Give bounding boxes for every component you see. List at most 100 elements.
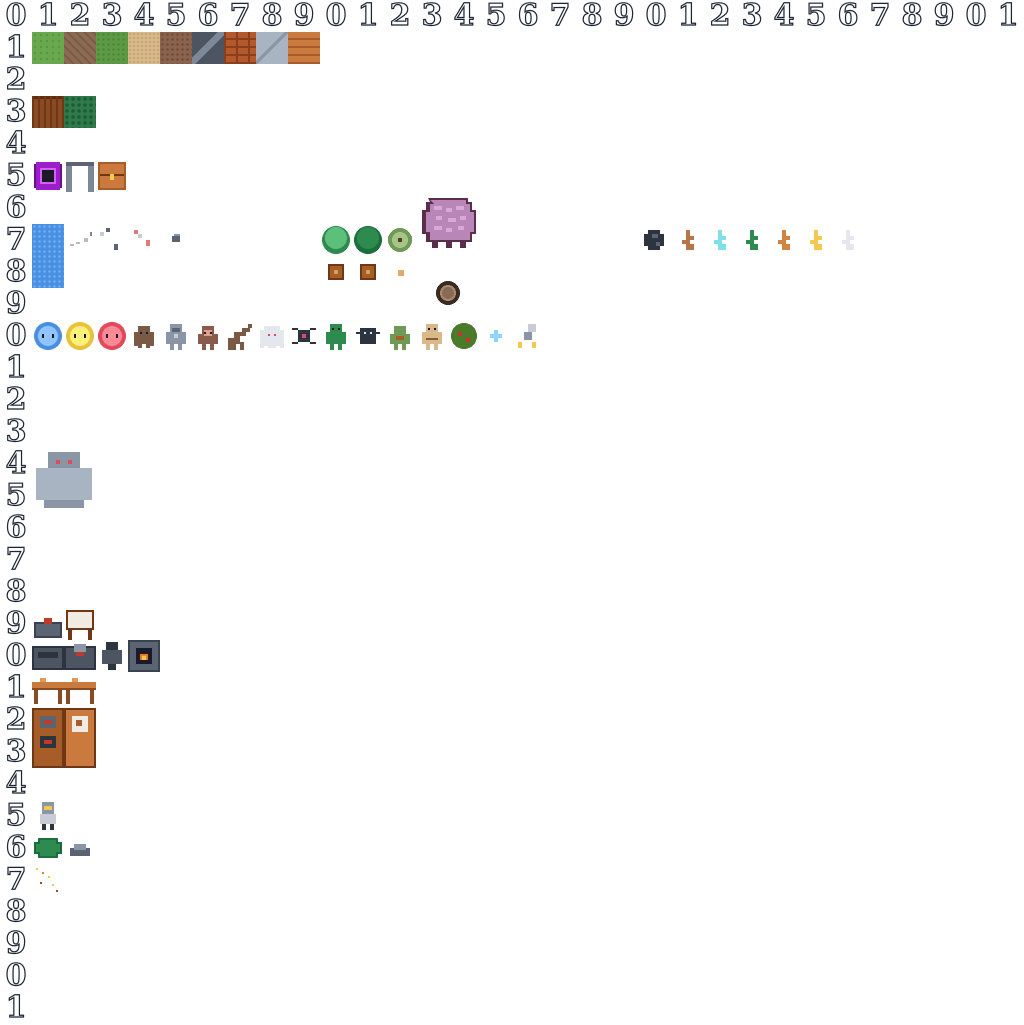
- spark-particles-icon: [32, 864, 64, 896]
- column-label: 1: [997, 0, 1019, 33]
- column-label: 5: [165, 0, 187, 33]
- crate-icon[interactable]: [320, 256, 352, 288]
- ghost-icon[interactable]: [256, 320, 288, 352]
- skeleton-icon[interactable]: [512, 320, 544, 352]
- armor-stand-icon[interactable]: [96, 640, 128, 672]
- wheel-icon[interactable]: [432, 277, 464, 309]
- sand-tile[interactable]: [128, 32, 160, 64]
- column-label: 6: [517, 0, 539, 33]
- row-label: 9: [5, 926, 27, 961]
- gold-icon[interactable]: [800, 224, 832, 256]
- thorn-bush-icon[interactable]: [448, 320, 480, 352]
- crate-icon[interactable]: [352, 256, 384, 288]
- coal-icon[interactable]: [640, 224, 672, 256]
- smelter-icon[interactable]: [32, 704, 64, 768]
- water-tile[interactable]: [32, 224, 64, 288]
- imp-icon[interactable]: [192, 320, 224, 352]
- column-label: 0: [5, 0, 27, 33]
- leaf-wall-tile[interactable]: [64, 96, 96, 128]
- knight-icon[interactable]: [160, 320, 192, 352]
- furnace-icon[interactable]: [128, 640, 160, 672]
- column-label: 1: [37, 0, 59, 33]
- anvil-icon[interactable]: [32, 608, 64, 640]
- column-label: 3: [421, 0, 443, 33]
- row-label: 8: [5, 574, 27, 609]
- row-label: 2: [5, 62, 27, 97]
- cactus-flower-icon[interactable]: [384, 224, 416, 256]
- ore-sparkle-icon: [64, 224, 96, 256]
- amber-icon[interactable]: [768, 224, 800, 256]
- row-label: 8: [5, 894, 27, 929]
- row-label: 6: [5, 510, 27, 545]
- column-label: 8: [901, 0, 923, 33]
- portal-icon[interactable]: [32, 160, 64, 192]
- column-label: 2: [389, 0, 411, 33]
- column-label: 4: [133, 0, 155, 33]
- row-label: 2: [5, 702, 27, 737]
- dirt-tile[interactable]: [64, 32, 96, 64]
- column-label: 6: [837, 0, 859, 33]
- brick-tile[interactable]: [224, 32, 256, 64]
- column-label: 9: [933, 0, 955, 33]
- red-slime-icon[interactable]: [96, 320, 128, 352]
- rock-icon: [160, 224, 192, 256]
- brain-boss-icon[interactable]: [416, 190, 480, 254]
- column-label: 0: [645, 0, 667, 33]
- orc-icon[interactable]: [384, 320, 416, 352]
- row-label: 4: [5, 446, 27, 481]
- column-label: 6: [197, 0, 219, 33]
- row-label: 0: [5, 638, 27, 673]
- stone-tile[interactable]: [256, 32, 288, 64]
- stone-golem-icon[interactable]: [32, 448, 96, 512]
- astronaut-icon[interactable]: [32, 800, 64, 832]
- forge-icon[interactable]: [32, 640, 64, 672]
- column-label: 2: [709, 0, 731, 33]
- column-label: 5: [485, 0, 507, 33]
- row-label: 6: [5, 830, 27, 865]
- table-icon[interactable]: [32, 672, 64, 704]
- iron-ingot-icon[interactable]: [64, 832, 96, 864]
- worm-icon[interactable]: [224, 320, 256, 352]
- slime-blob-icon[interactable]: [32, 832, 64, 864]
- row-label: 3: [5, 414, 27, 449]
- moss-tile[interactable]: [96, 32, 128, 64]
- chest-icon[interactable]: [96, 160, 128, 192]
- row-label: 1: [5, 990, 27, 1025]
- plank-tile[interactable]: [288, 32, 320, 64]
- column-label: 3: [741, 0, 763, 33]
- row-label: 0: [5, 318, 27, 353]
- spider-icon[interactable]: [288, 320, 320, 352]
- column-label: 2: [69, 0, 91, 33]
- blue-slime-icon[interactable]: [32, 320, 64, 352]
- column-label: 7: [549, 0, 571, 33]
- log-wall-tile[interactable]: [32, 96, 64, 128]
- doorway-icon[interactable]: [64, 160, 96, 192]
- wisp-icon[interactable]: [480, 320, 512, 352]
- blackboard-icon[interactable]: [64, 608, 96, 640]
- grass-tile[interactable]: [32, 32, 64, 64]
- column-label: 1: [677, 0, 699, 33]
- row-label: 0: [5, 958, 27, 993]
- dark-stone-tile[interactable]: [192, 32, 224, 64]
- seed-icon[interactable]: [384, 256, 416, 288]
- table-icon[interactable]: [64, 672, 96, 704]
- mud-tile[interactable]: [160, 32, 192, 64]
- emerald-icon[interactable]: [736, 224, 768, 256]
- mummy-icon[interactable]: [416, 320, 448, 352]
- column-label: 9: [293, 0, 315, 33]
- row-label: 4: [5, 126, 27, 161]
- row-label: 1: [5, 30, 27, 65]
- mud-golem-icon[interactable]: [128, 320, 160, 352]
- bush-dark-icon[interactable]: [352, 224, 384, 256]
- bush-icon[interactable]: [320, 224, 352, 256]
- diamond-icon[interactable]: [704, 224, 736, 256]
- copper-icon[interactable]: [672, 224, 704, 256]
- yellow-slime-icon[interactable]: [64, 320, 96, 352]
- painting-icon[interactable]: [64, 704, 96, 768]
- row-label: 9: [5, 606, 27, 641]
- goblin-icon[interactable]: [320, 320, 352, 352]
- forge-hot-icon[interactable]: [64, 640, 96, 672]
- beetle-icon[interactable]: [352, 320, 384, 352]
- silver-icon[interactable]: [832, 224, 864, 256]
- row-label: 9: [5, 286, 27, 321]
